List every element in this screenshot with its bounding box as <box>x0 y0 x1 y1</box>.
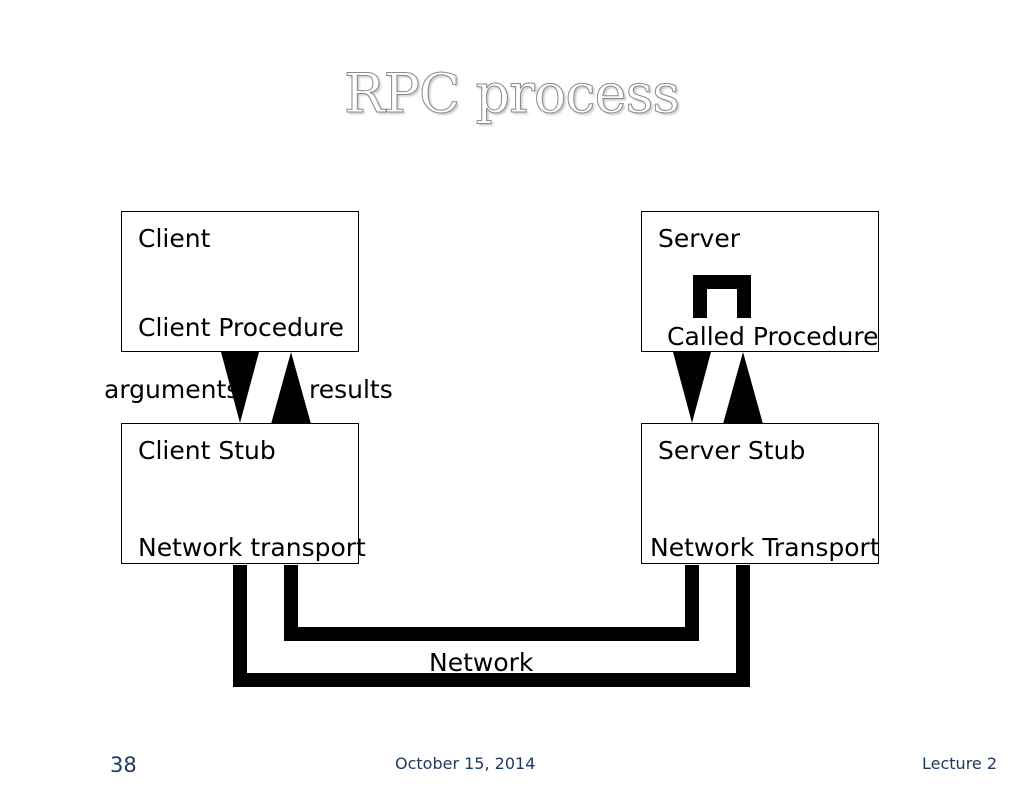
arguments-label: arguments <box>104 375 240 404</box>
client-procedure-label: Client Procedure <box>138 313 344 342</box>
server-bracket-top <box>693 275 751 318</box>
page-number: 38 <box>110 753 137 777</box>
server-down-arrow-head <box>673 352 711 423</box>
server-stub-title: Server Stub <box>658 436 806 465</box>
arguments-arrow-head <box>221 352 259 423</box>
client-title: Client <box>138 224 211 253</box>
client-stub-title: Client Stub <box>138 436 276 465</box>
server-title: Server <box>658 224 740 253</box>
server-box <box>641 211 879 352</box>
client-network-transport-label: Network transport <box>138 533 366 562</box>
network-label: Network <box>429 648 534 677</box>
server-up-arrow-head <box>723 352 763 424</box>
server-network-transport-label: Network Transport <box>650 533 880 562</box>
slide-title: RPC process <box>344 62 681 126</box>
client-box <box>121 211 359 352</box>
lecture-label: Lecture 2 <box>922 754 998 773</box>
server-stub-box <box>641 423 879 564</box>
network-line-outer <box>233 565 750 687</box>
results-label: results <box>309 375 393 404</box>
called-procedure-label: Called Procedure <box>667 322 879 351</box>
slide-date: October 15, 2014 <box>395 754 536 773</box>
client-stub-box <box>121 423 359 564</box>
results-arrow-head <box>271 352 311 424</box>
network-line-inner <box>284 565 699 641</box>
